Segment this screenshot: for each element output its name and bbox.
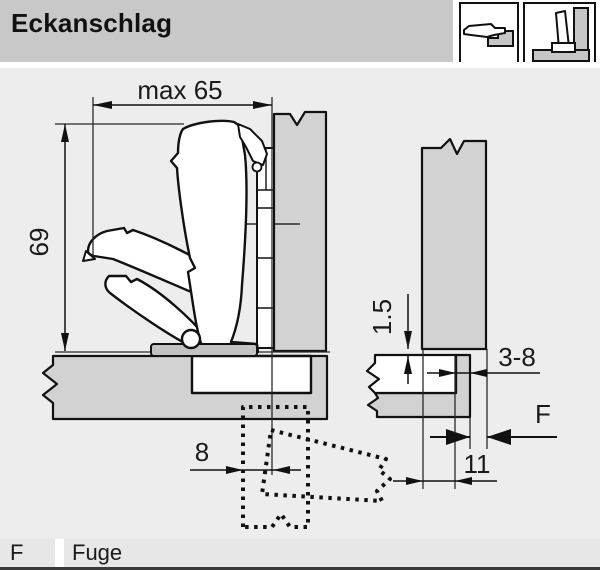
dim-11-label: 11 (464, 449, 491, 479)
legend-row: F Fuge (0, 539, 600, 567)
hinge-cup-recess (190, 354, 313, 395)
cup-flange (150, 343, 258, 357)
hinge-knuckle (180, 328, 202, 350)
dim-1-5-label: 1.5 (367, 299, 397, 335)
bottom-border (0, 567, 600, 570)
cabinet-side-panel (272, 110, 328, 353)
header-separator (0, 62, 600, 68)
dim-3-8-label: 3-8 (498, 342, 536, 372)
clip-screw-hole (251, 161, 263, 173)
door-90deg-outline (241, 405, 310, 529)
dim-1-5: 1.5 (367, 294, 412, 384)
door-155deg-outline (260, 428, 392, 503)
page-title: Eckanschlag (11, 8, 173, 38)
dim-f: F (430, 399, 557, 445)
dim-f-label: F (535, 399, 551, 429)
left-drawing: max 65 69 8 (24, 75, 392, 529)
hinge-open-icon-graphic (463, 23, 514, 47)
hinge-corner-icon-graphic (532, 7, 590, 62)
dim-69: 69 (24, 124, 69, 351)
technical-drawing: max 65 69 8 (0, 68, 600, 536)
clip-hook (237, 123, 268, 166)
right-drawing: 1.5 3-8 F 11 (365, 137, 557, 489)
dim-11: 11 (393, 449, 497, 485)
application-icon-tray (453, 0, 600, 70)
door-panel-closed (420, 137, 488, 351)
legend-key: F (0, 539, 55, 567)
mounting-plate (256, 147, 275, 349)
legend-value: Fuge (64, 539, 600, 567)
dim-max65-label: max 65 (137, 75, 222, 105)
dim-8: 8 (190, 437, 301, 474)
hinge-lever-lower (104, 274, 209, 353)
dim-8-label: 8 (195, 437, 209, 467)
dim-3-8: 3-8 (427, 342, 540, 377)
dim-max65: max 65 (92, 75, 272, 257)
dim-69-label: 69 (24, 228, 54, 257)
door-position-dotted (241, 405, 392, 529)
